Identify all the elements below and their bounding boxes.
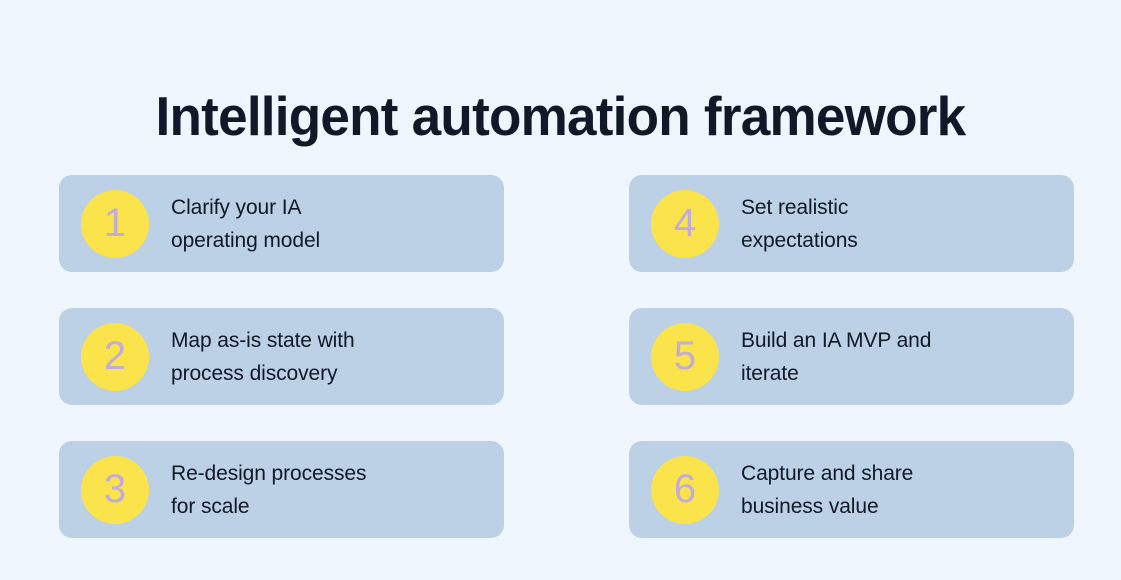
step-card-3[interactable]: 3 Re-design processes for scale (59, 441, 504, 538)
step-number-badge-1: 1 (81, 189, 149, 258)
page-title: Intelligent automation framework (155, 84, 967, 147)
step-number-badge-4: 4 (651, 189, 719, 258)
step-label-2-line-1: Map as-is state with (171, 328, 355, 352)
step-label-6-line-1: Capture and share (741, 461, 914, 485)
step-label-1-line-1: Clarify your IA (171, 195, 302, 219)
step-number-2: 2 (103, 333, 127, 378)
step-number-6: 6 (673, 466, 697, 511)
step-label-4-line-1: Set realistic (741, 195, 849, 219)
step-number-badge-5: 5 (651, 322, 719, 391)
step-label-1-line-2: operating model (171, 228, 321, 252)
step-label-3: Re-design processes for scale (171, 457, 366, 523)
step-card-4[interactable]: 4 Set realistic expectations (629, 175, 1074, 272)
step-card-5[interactable]: 5 Build an IA MVP and iterate (629, 308, 1074, 405)
step-label-3-line-1: Re-design processes (171, 461, 367, 485)
step-label-5-line-2: iterate (741, 361, 799, 385)
step-label-6-line-2: business value (741, 494, 879, 518)
step-card-1[interactable]: 1 Clarify your IA operating model (59, 175, 504, 272)
step-label-5: Build an IA MVP and iterate (741, 324, 931, 390)
step-label-2-line-2: process discovery (171, 361, 338, 385)
step-number-5: 5 (673, 333, 697, 378)
step-card-6[interactable]: 6 Capture and share business value (629, 441, 1074, 538)
step-label-1: Clarify your IA operating model (171, 191, 320, 257)
step-label-4-line-2: expectations (741, 228, 858, 252)
step-number-badge-2: 2 (81, 322, 149, 391)
step-number-3: 3 (103, 466, 127, 511)
step-card-2[interactable]: 2 Map as-is state with process discovery (59, 308, 504, 405)
step-label-2: Map as-is state with process discovery (171, 324, 355, 390)
step-number-badge-6: 6 (651, 455, 719, 524)
step-label-4: Set realistic expectations (741, 191, 858, 257)
step-label-5-line-1: Build an IA MVP and (741, 328, 932, 352)
step-number-badge-3: 3 (81, 455, 149, 524)
step-label-6: Capture and share business value (741, 457, 913, 523)
step-number-1: 1 (103, 200, 127, 245)
steps-grid: 1 Clarify your IA operating model 4 Set … (59, 175, 1074, 538)
step-label-3-line-2: for scale (171, 494, 250, 518)
step-number-4: 4 (673, 200, 697, 245)
